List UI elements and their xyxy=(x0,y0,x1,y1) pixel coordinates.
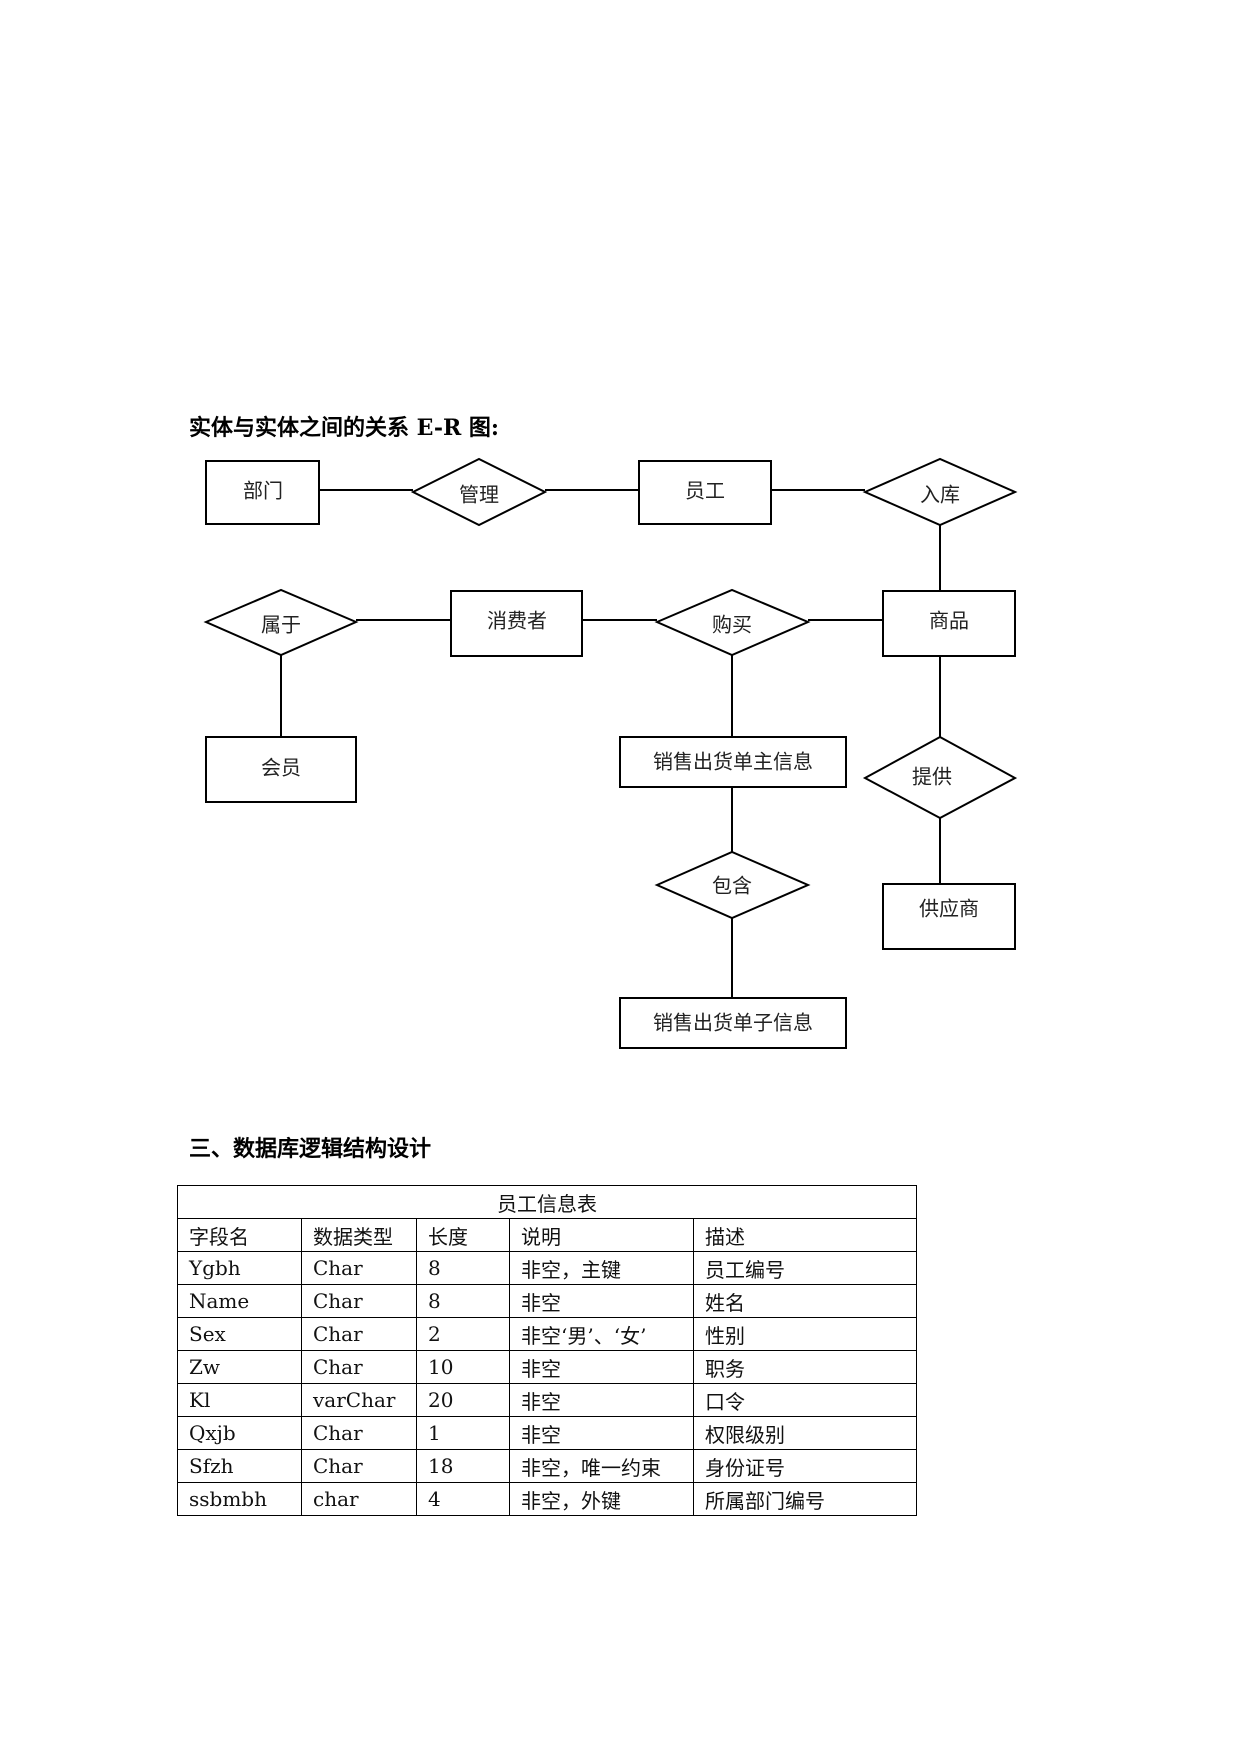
table-row: Sex Char 2 非空‘男’、‘女’ 性别 xyxy=(177,1317,917,1351)
cell: 10 xyxy=(416,1350,510,1384)
cell: 8 xyxy=(416,1251,510,1285)
relation-belong: 属于 xyxy=(203,588,359,657)
relation-manage: 管理 xyxy=(410,457,548,527)
relation-buy: 购买 xyxy=(654,588,811,657)
cell: Char xyxy=(301,1350,417,1384)
relation-contain: 包含 xyxy=(654,850,811,920)
cell: Sfzh xyxy=(177,1449,302,1483)
cell: 非空 xyxy=(509,1383,694,1417)
header-field-name: 字段名 xyxy=(177,1218,302,1252)
entity-supplier: 供应商 xyxy=(882,883,1016,950)
er-diagram-heading: 实体与实体之间的关系 E-R 图: xyxy=(189,415,500,441)
cell: 1 xyxy=(416,1416,510,1450)
cell: 性别 xyxy=(693,1317,917,1351)
section-heading: 三、数据库逻辑结构设计 xyxy=(189,1136,432,1162)
entity-sales-main-order-label: 销售出货单主信息 xyxy=(653,750,813,774)
entity-consumer: 消费者 xyxy=(450,590,583,657)
cell: 4 xyxy=(416,1482,510,1516)
cell: Char xyxy=(301,1449,417,1483)
entity-supplier-label: 供应商 xyxy=(919,897,979,921)
cell: 非空 xyxy=(509,1350,694,1384)
entity-sales-sub-order: 销售出货单子信息 xyxy=(619,997,847,1049)
cell: 非空，外键 xyxy=(509,1482,694,1516)
cell: 2 xyxy=(416,1317,510,1351)
cell: 非空 xyxy=(509,1284,694,1318)
cell: Zw xyxy=(177,1350,302,1384)
cell: 20 xyxy=(416,1383,510,1417)
relation-stock-in-label: 入库 xyxy=(920,483,960,507)
entity-employee: 员工 xyxy=(638,460,772,525)
cell: 权限级别 xyxy=(693,1416,917,1450)
entity-goods: 商品 xyxy=(882,590,1016,657)
relation-stock-in: 入库 xyxy=(862,457,1018,527)
header-length: 长度 xyxy=(416,1218,510,1252)
entity-sales-main-order: 销售出货单主信息 xyxy=(619,736,847,788)
cell: Char xyxy=(301,1317,417,1351)
employee-table-wrapper: 员工信息表 字段名 数据类型 长度 说明 描述 Ygbh Char 8 非空，主… xyxy=(177,1185,917,1516)
cell: Char xyxy=(301,1284,417,1318)
er-edges xyxy=(280,489,941,998)
cell: Sex xyxy=(177,1317,302,1351)
cell: Char xyxy=(301,1416,417,1450)
relation-buy-label: 购买 xyxy=(712,613,752,637)
table-row: Sfzh Char 18 非空，唯一约束 身份证号 xyxy=(177,1449,917,1483)
table-row: Kl varChar 20 非空 口令 xyxy=(177,1383,917,1417)
relation-contain-label: 包含 xyxy=(712,874,752,898)
entity-member: 会员 xyxy=(205,736,357,803)
header-description: 描述 xyxy=(693,1218,917,1252)
er-diagram: 部门 员工 消费者 商品 会员 销售出货单主信息 供应商 销售出货单子信息 管理… xyxy=(203,457,1018,1049)
cell: 口令 xyxy=(693,1383,917,1417)
cell: char xyxy=(301,1482,417,1516)
cell: 非空，主键 xyxy=(509,1251,694,1285)
table-row: ssbmbh char 4 非空，外键 所属部门编号 xyxy=(177,1482,917,1516)
cell: Char xyxy=(301,1251,417,1285)
table-title-row: 员工信息表 xyxy=(177,1185,917,1219)
table-header-row: 字段名 数据类型 长度 说明 描述 xyxy=(177,1218,917,1252)
cell: 非空，唯一约束 xyxy=(509,1449,694,1483)
entity-goods-label: 商品 xyxy=(929,609,969,633)
cell: 姓名 xyxy=(693,1284,917,1318)
cell: Kl xyxy=(177,1383,302,1417)
relation-supply: 提供 xyxy=(862,735,1018,820)
relation-supply-label: 提供 xyxy=(912,765,952,789)
entity-department: 部门 xyxy=(205,460,320,525)
entity-employee-label: 员工 xyxy=(685,479,725,503)
cell: Name xyxy=(177,1284,302,1318)
cell: 18 xyxy=(416,1449,510,1483)
entity-department-label: 部门 xyxy=(243,479,283,503)
cell: Qxjb xyxy=(177,1416,302,1450)
entity-sales-sub-order-label: 销售出货单子信息 xyxy=(653,1011,813,1035)
table-row: Zw Char 10 非空 职务 xyxy=(177,1350,917,1384)
table-title: 员工信息表 xyxy=(177,1185,917,1219)
table-row: Qxjb Char 1 非空 权限级别 xyxy=(177,1416,917,1450)
cell: 所属部门编号 xyxy=(693,1482,917,1516)
header-data-type: 数据类型 xyxy=(301,1218,417,1252)
employee-info-table: 员工信息表 字段名 数据类型 长度 说明 描述 Ygbh Char 8 非空，主… xyxy=(177,1185,917,1516)
relation-manage-label: 管理 xyxy=(459,483,499,507)
cell: 职务 xyxy=(693,1350,917,1384)
entity-consumer-label: 消费者 xyxy=(487,609,547,633)
cell: ssbmbh xyxy=(177,1482,302,1516)
cell: 员工编号 xyxy=(693,1251,917,1285)
cell: 非空 xyxy=(509,1416,694,1450)
header-note: 说明 xyxy=(509,1218,694,1252)
cell: 身份证号 xyxy=(693,1449,917,1483)
entity-member-label: 会员 xyxy=(261,756,301,780)
cell: varChar xyxy=(301,1383,417,1417)
relation-belong-label: 属于 xyxy=(261,613,301,637)
table-row: Ygbh Char 8 非空，主键 员工编号 xyxy=(177,1251,917,1285)
table-row: Name Char 8 非空 姓名 xyxy=(177,1284,917,1318)
cell: 非空‘男’、‘女’ xyxy=(509,1317,694,1351)
cell: 8 xyxy=(416,1284,510,1318)
cell: Ygbh xyxy=(177,1251,302,1285)
